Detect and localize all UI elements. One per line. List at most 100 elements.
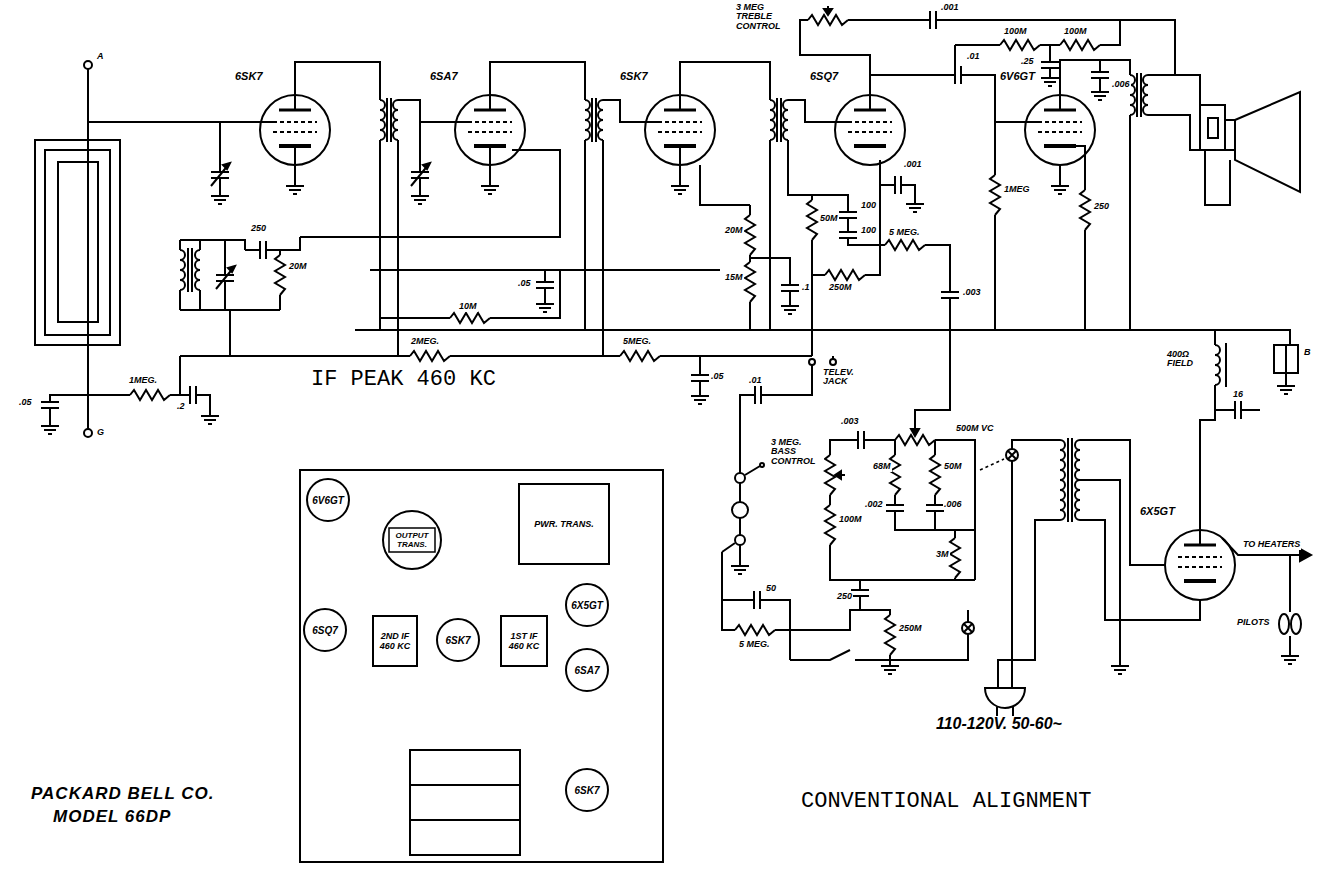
rf-if-wiring — [180, 240, 245, 250]
rf-if-wiring — [598, 100, 603, 140]
terminal-label: G — [96, 428, 105, 438]
antenna-loop — [41, 420, 59, 434]
antenna-loop — [219, 178, 221, 190]
part-name: 6SA7 — [430, 70, 525, 83]
detector-audio-wiring — [848, 238, 880, 245]
model-name: MODEL 66DP — [52, 808, 172, 827]
detector-audio-wiring — [925, 245, 950, 292]
detector-audio-wiring — [1059, 165, 1061, 180]
rf-if-wiring — [450, 355, 620, 357]
value-label: 50M — [819, 214, 839, 224]
detector-audio-wiring — [870, 74, 955, 76]
rf-if-wiring — [745, 262, 755, 302]
tone-switch-network — [967, 610, 969, 622]
tone-switch-network — [858, 431, 864, 449]
tube-socket: 6SA7 — [565, 648, 609, 692]
terminal-label: A — [96, 52, 105, 62]
tube-socket: 6SK7 — [436, 618, 480, 662]
tone-switch-network — [954, 578, 956, 580]
rf-if-wiring — [536, 298, 554, 312]
value-label: 50 — [765, 584, 777, 594]
antenna-loop — [196, 395, 210, 410]
part-name: 6V6GT — [312, 495, 344, 506]
speaker — [1208, 118, 1218, 138]
chassis-layout — [410, 785, 520, 820]
power-supply — [1225, 343, 1227, 387]
value-label: 100M — [1063, 27, 1088, 37]
note-text: IF PEAK 460 KC — [310, 368, 497, 392]
antenna-loop — [35, 140, 120, 345]
tone-switch-network — [739, 545, 741, 560]
tone-switch-network — [809, 359, 815, 365]
detector-audio-wiring — [1137, 73, 1141, 117]
tone-switch-network — [790, 634, 968, 660]
tone-switch-network — [851, 590, 869, 596]
tone-switch-network — [755, 386, 761, 404]
tube-envelope — [645, 95, 715, 165]
tone-switch-network — [894, 495, 896, 505]
detector-audio-wiring — [1143, 75, 1148, 115]
detector-audio-wiring — [1041, 62, 1059, 68]
detector-audio-wiring — [941, 292, 959, 298]
value-label: 2MEG. — [410, 337, 440, 347]
value-label: 20M — [288, 262, 308, 272]
detector-audio-wiring — [788, 6, 1175, 436]
transformer-core — [389, 528, 435, 552]
detector-audio-wiring — [955, 44, 1000, 46]
capacitor-label: B — [1303, 348, 1312, 358]
speaker — [1148, 75, 1200, 105]
detector-audio-wiring — [847, 218, 849, 232]
tone-switch-network — [722, 356, 1004, 674]
detector-audio-wiring — [1099, 60, 1101, 72]
rf-if-wiring — [199, 290, 201, 310]
tone-switch-network — [926, 505, 944, 511]
rf-if-wiring — [481, 180, 499, 194]
tone-switch-network — [722, 552, 754, 600]
antenna-loop — [45, 150, 110, 335]
rf-if-wiring — [750, 258, 790, 285]
component-outline: PWR. TRANS. — [518, 483, 610, 565]
tube-internals — [273, 95, 1222, 581]
value-label: .006 — [1111, 80, 1131, 90]
detector-audio-wiring — [1091, 72, 1109, 78]
supply-label: 110-120V. 50-60~ — [935, 715, 1063, 733]
detector-audio-wiring — [880, 184, 895, 186]
tube-envelope — [455, 95, 525, 165]
chassis-layout — [300, 470, 663, 862]
value-label: 16 — [1232, 390, 1244, 400]
rf-if-wiring — [419, 122, 421, 172]
tube-socket: 6X5GT — [565, 583, 609, 627]
rf-if-wiring — [770, 100, 775, 140]
tube-envelope — [1000, 70, 1095, 165]
tube-symbol: 6SK7 — [620, 70, 715, 165]
rf-if-wiring — [275, 255, 285, 295]
rf-if-wiring — [260, 241, 266, 259]
tube-symbol: 6X5GT — [1140, 505, 1235, 600]
part-name: 6SK7 — [620, 70, 715, 83]
detector-audio-wiring — [1100, 20, 1120, 45]
rf-if-wiring — [410, 351, 450, 361]
tube-envelope — [1140, 505, 1235, 600]
part-name: 6SQ7 — [810, 70, 905, 83]
rf-if-wiring — [419, 178, 421, 190]
tone-switch-network — [830, 545, 975, 580]
value-label: 20M — [724, 226, 744, 236]
antenna-loop — [130, 390, 170, 400]
value-label: 1MEG. — [128, 376, 158, 386]
detector-audio-wiring — [1099, 78, 1101, 86]
power-supply — [998, 520, 1060, 688]
rf-if-wiring — [180, 355, 410, 357]
rf-if-wiring — [691, 375, 709, 381]
speaker — [1225, 120, 1235, 150]
value-label: 250M — [898, 624, 923, 634]
rf-if-wiring — [789, 291, 791, 300]
tone-switch-network — [760, 600, 790, 660]
part-name: 2ND IF 460 KC — [376, 631, 414, 651]
value-label: 10M — [458, 302, 478, 312]
rf-if-wiring — [680, 62, 770, 100]
speaker — [1205, 150, 1230, 205]
rf-if-wiring — [199, 240, 201, 250]
detector-audio-wiring — [812, 274, 825, 276]
value-label: 5MEG. — [622, 337, 652, 347]
